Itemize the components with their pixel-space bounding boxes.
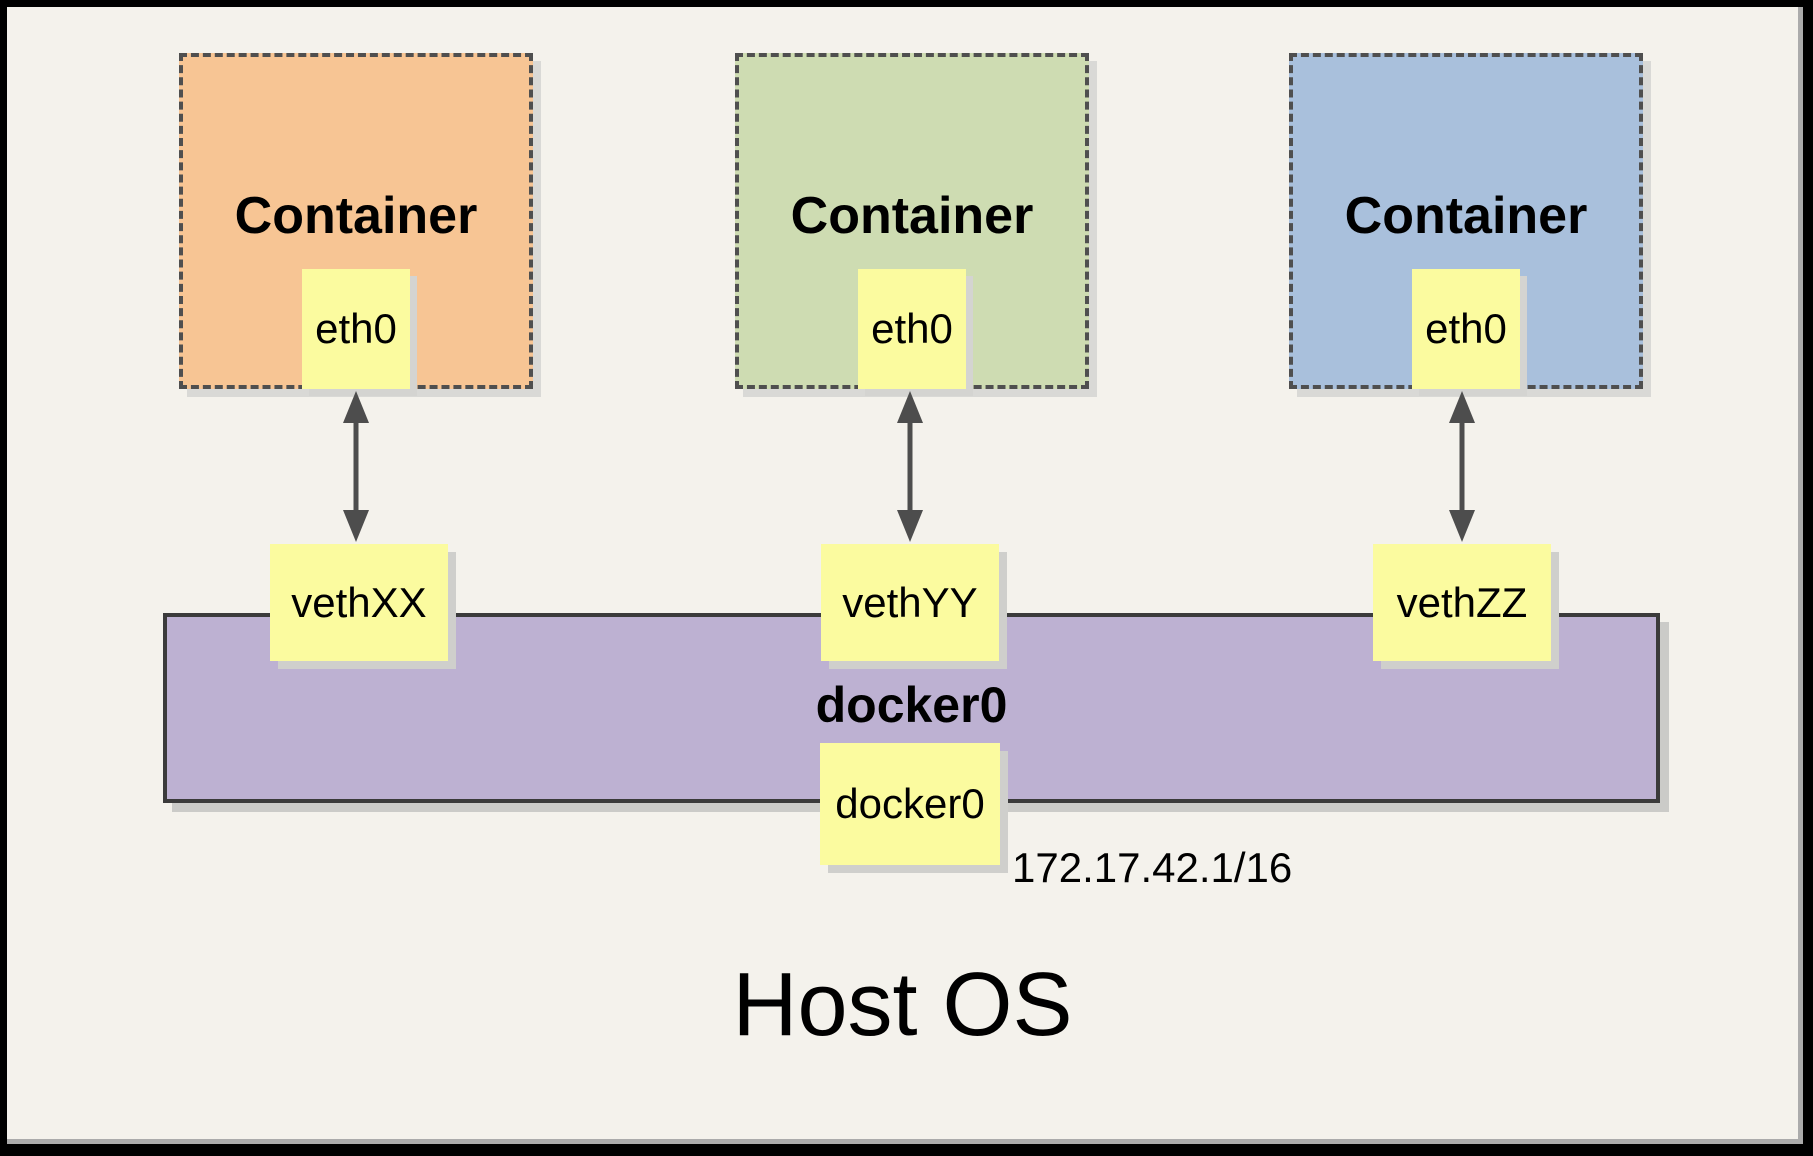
host-os-label: Host OS xyxy=(732,955,1073,1055)
eth0-interface-label: eth0 xyxy=(315,305,397,352)
eth0-interface-box: eth0 xyxy=(302,269,410,389)
vethyy-interface-label: vethYY xyxy=(842,578,978,626)
container-box-2: Container eth0 xyxy=(735,53,1089,389)
container-label: Container xyxy=(234,187,478,245)
eth0-interface-label: eth0 xyxy=(871,305,953,352)
vethxx-interface-label: vethXX xyxy=(291,578,427,626)
container-box-3: Container eth0 xyxy=(1289,53,1643,389)
veth-connection-arrow-3 xyxy=(1449,391,1475,542)
eth0-interface-box: eth0 xyxy=(1412,269,1520,389)
docker0-interface-label: docker0 xyxy=(835,780,985,827)
container-box-1: Container eth0 xyxy=(179,53,533,389)
docker0-interface-box: docker0 xyxy=(820,743,1000,865)
bridge-ip-label: 172.17.42.1/16 xyxy=(1012,844,1293,891)
host-os-area: Container eth0 Container eth0 Container … xyxy=(7,7,1803,1144)
vethyy-interface-box: vethYY xyxy=(821,544,999,661)
veth-connection-arrow-2 xyxy=(897,391,923,542)
eth0-interface-label: eth0 xyxy=(1425,305,1507,352)
vethzz-interface-box: vethZZ xyxy=(1373,544,1551,661)
docker0-bridge-label: docker0 xyxy=(815,677,1008,733)
container-label: Container xyxy=(790,187,1034,245)
vethzz-interface-label: vethZZ xyxy=(1396,578,1528,626)
vethxx-interface-box: vethXX xyxy=(270,544,448,661)
container-label: Container xyxy=(1344,187,1588,245)
veth-connection-arrow-1 xyxy=(343,391,369,542)
eth0-interface-box: eth0 xyxy=(858,269,966,389)
